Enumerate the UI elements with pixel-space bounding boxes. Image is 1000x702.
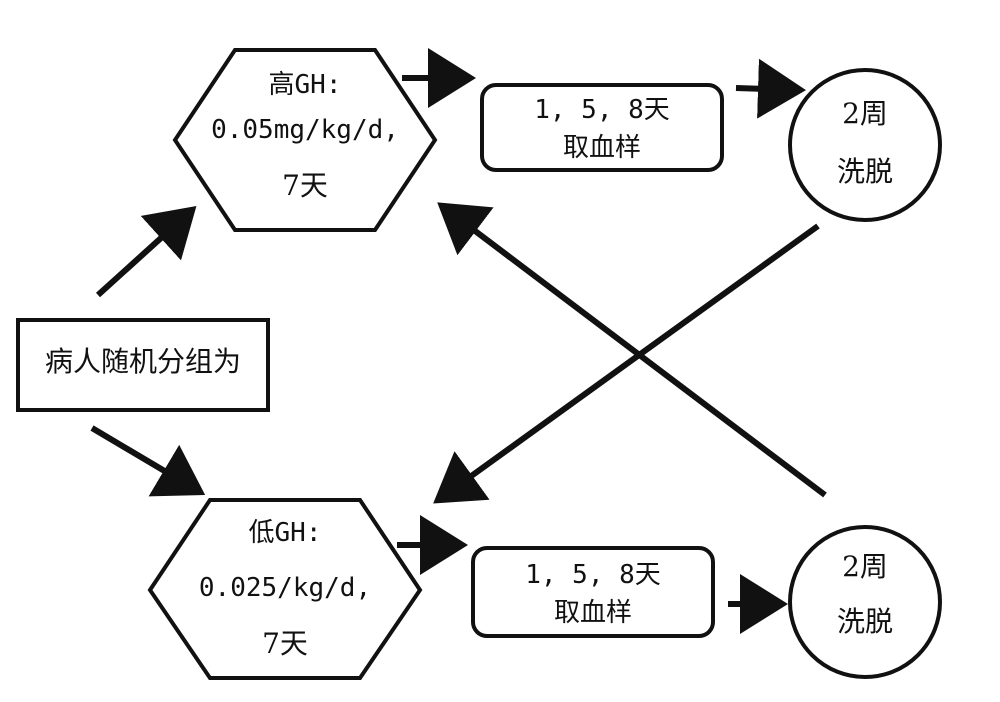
arrow-start-to-low [90,425,206,497]
start-box-label: 病人随机分组为 [44,345,241,378]
arrow-washout-bottom-to-high [437,202,827,498]
arrow-sampling-to-washout-top [735,58,806,119]
washout-bottom-circle [788,525,942,679]
low-dose-hexagon [147,498,423,680]
sampling-top-box [480,83,724,172]
washout-top-duration: 2周 [842,97,888,130]
sampling-top-action: 取血样 [562,133,641,163]
high-dose-title: 高GH: [268,70,342,100]
washout-bottom-label: 洗脱 [836,605,893,638]
washout-bottom-duration: 2周 [842,550,888,583]
sampling-bottom-action: 取血样 [553,598,632,628]
low-dose-title: 低GH: [248,518,322,548]
washout-top-circle [788,68,942,222]
low-dose-amount: 0.025/kg/d, [198,573,372,603]
arrow-start-to-high [95,205,197,298]
sampling-top-days: 1, 5, 8天 [534,95,670,125]
start-box [16,318,270,412]
high-dose-hexagon [172,48,438,232]
washout-top-label: 洗脱 [836,155,893,188]
high-dose-duration: 7天 [282,169,328,202]
low-dose-duration: 7天 [262,627,308,660]
high-dose-amount: 0.05mg/kg/d, [211,115,399,145]
sampling-bottom-box [471,546,715,638]
sampling-bottom-days: 1, 5, 8天 [525,560,661,590]
arrow-washout-top-to-low [433,223,820,504]
